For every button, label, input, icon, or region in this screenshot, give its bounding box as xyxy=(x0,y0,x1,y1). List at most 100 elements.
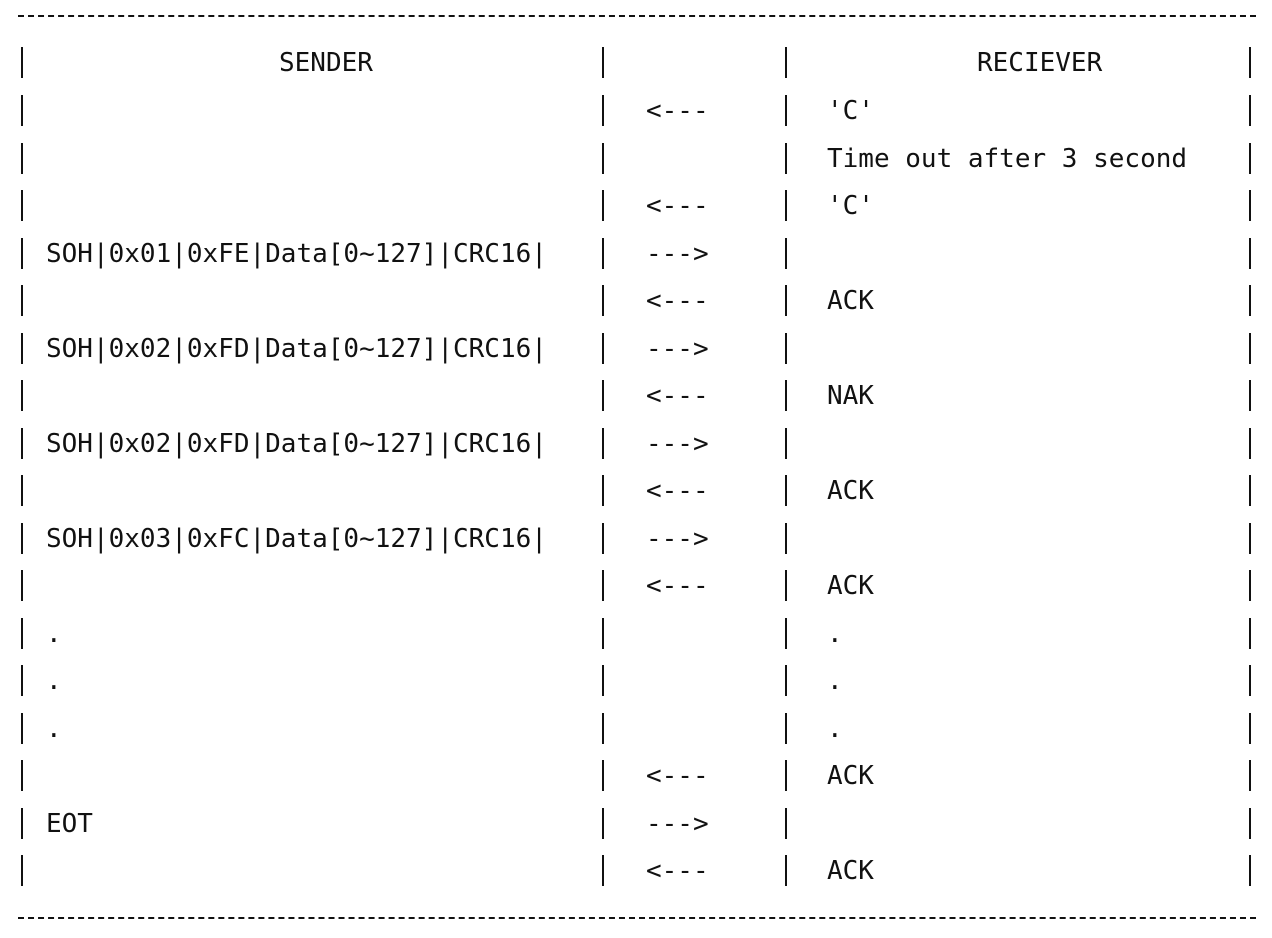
arrow-cell: <--- xyxy=(646,286,709,316)
receiver-cell: ACK xyxy=(827,571,874,601)
column-separator xyxy=(1249,855,1251,886)
column-separator xyxy=(785,855,787,886)
column-separator xyxy=(785,760,787,791)
column-separator xyxy=(785,95,787,126)
bottom-dashed-border xyxy=(18,917,1256,919)
message-row: .. xyxy=(0,662,1272,709)
column-separator xyxy=(785,142,787,174)
arrow-cell xyxy=(646,615,766,653)
message-row: <--- ACK xyxy=(0,852,1272,899)
column-separator xyxy=(602,807,604,839)
column-separator xyxy=(602,237,604,269)
column-separator xyxy=(785,190,787,221)
message-row: SOH|0x03|0xFC|Data[0~127]|CRC16|---> xyxy=(0,520,1272,567)
sender-cell xyxy=(46,92,586,130)
column-separator xyxy=(1249,237,1251,269)
column-separator xyxy=(602,285,604,316)
column-separator xyxy=(21,427,23,459)
receiver-cell: ACK xyxy=(827,476,874,506)
column-separator xyxy=(785,522,787,554)
column-separator xyxy=(1249,617,1251,649)
sender-cell xyxy=(46,140,586,178)
column-separator xyxy=(785,665,787,696)
column-separator xyxy=(21,712,23,744)
column-separator xyxy=(1249,760,1251,791)
sender-cell: SOH|0x01|0xFE|Data[0~127]|CRC16| xyxy=(46,238,547,269)
column-separator xyxy=(1249,332,1251,364)
column-separator xyxy=(21,475,23,506)
sender-cell xyxy=(46,472,586,510)
sender-cell xyxy=(46,377,586,415)
receiver-cell: 'C' xyxy=(827,191,874,221)
column-separator xyxy=(785,570,787,601)
message-row: <--- 'C' xyxy=(0,187,1272,234)
receiver-header: RECIEVER xyxy=(977,48,1103,78)
column-separator xyxy=(785,332,787,364)
message-row: <--- ACK xyxy=(0,472,1272,519)
column-separator xyxy=(785,475,787,506)
column-separator xyxy=(1249,712,1251,744)
arrow-cell: ---> xyxy=(646,238,709,269)
column-separator xyxy=(1249,47,1251,78)
arrow-cell xyxy=(646,710,766,748)
message-row: <---ACK xyxy=(0,757,1272,804)
sender-cell: EOT xyxy=(46,808,93,839)
column-separator xyxy=(21,807,23,839)
column-separator xyxy=(21,190,23,221)
message-row: <---NAK xyxy=(0,377,1272,424)
arrow-cell: <--- xyxy=(646,96,709,126)
column-separator xyxy=(1249,142,1251,174)
column-separator xyxy=(602,47,604,78)
message-row: EOT ---> xyxy=(0,805,1272,852)
arrow-cell: <--- xyxy=(646,856,709,886)
arrow-cell: <--- xyxy=(646,191,709,221)
receiver-cell xyxy=(827,235,1237,273)
column-separator xyxy=(1249,190,1251,221)
message-row: <---ACK xyxy=(0,567,1272,614)
receiver-cell: ACK xyxy=(827,761,874,791)
column-separator xyxy=(602,95,604,126)
column-separator xyxy=(785,285,787,316)
column-separator xyxy=(1249,380,1251,411)
column-separator xyxy=(602,617,604,649)
column-separator xyxy=(785,617,787,649)
column-separator xyxy=(21,570,23,601)
receiver-cell: NAK xyxy=(827,381,874,411)
receiver-cell: . xyxy=(827,713,843,744)
column-separator xyxy=(21,142,23,174)
message-row: SOH|0x02|0xFD|Data[0~127]|CRC16|---> xyxy=(0,330,1272,377)
column-separator xyxy=(21,47,23,78)
message-row: <---'C' xyxy=(0,92,1272,139)
column-separator xyxy=(785,807,787,839)
sender-header: SENDER xyxy=(279,48,373,78)
receiver-cell xyxy=(827,425,1237,463)
column-separator xyxy=(785,237,787,269)
column-separator xyxy=(785,427,787,459)
column-separator xyxy=(1249,522,1251,554)
arrow-cell xyxy=(646,140,766,178)
receiver-cell: ACK xyxy=(827,856,874,886)
column-separator xyxy=(21,855,23,886)
sender-cell: . xyxy=(46,713,62,744)
message-row: Time out after 3 second xyxy=(0,140,1272,187)
sender-cell: SOH|0x03|0xFC|Data[0~127]|CRC16| xyxy=(46,523,547,554)
receiver-cell: . xyxy=(827,666,843,696)
column-separator xyxy=(602,142,604,174)
column-separator xyxy=(21,665,23,696)
column-separator xyxy=(785,47,787,78)
column-separator xyxy=(21,522,23,554)
column-separator xyxy=(602,522,604,554)
arrow-cell: ---> xyxy=(646,808,709,839)
column-separator xyxy=(602,712,604,744)
arrow-cell: <--- xyxy=(646,476,709,506)
column-separator xyxy=(1249,285,1251,316)
sender-cell xyxy=(46,852,586,890)
arrow-cell: ---> xyxy=(646,333,709,364)
column-separator xyxy=(602,855,604,886)
column-separator xyxy=(21,285,23,316)
message-row: SOH|0x01|0xFE|Data[0~127]|CRC16| ---> xyxy=(0,235,1272,282)
column-separator xyxy=(602,427,604,459)
top-dashed-border xyxy=(18,15,1256,17)
column-separator xyxy=(21,95,23,126)
